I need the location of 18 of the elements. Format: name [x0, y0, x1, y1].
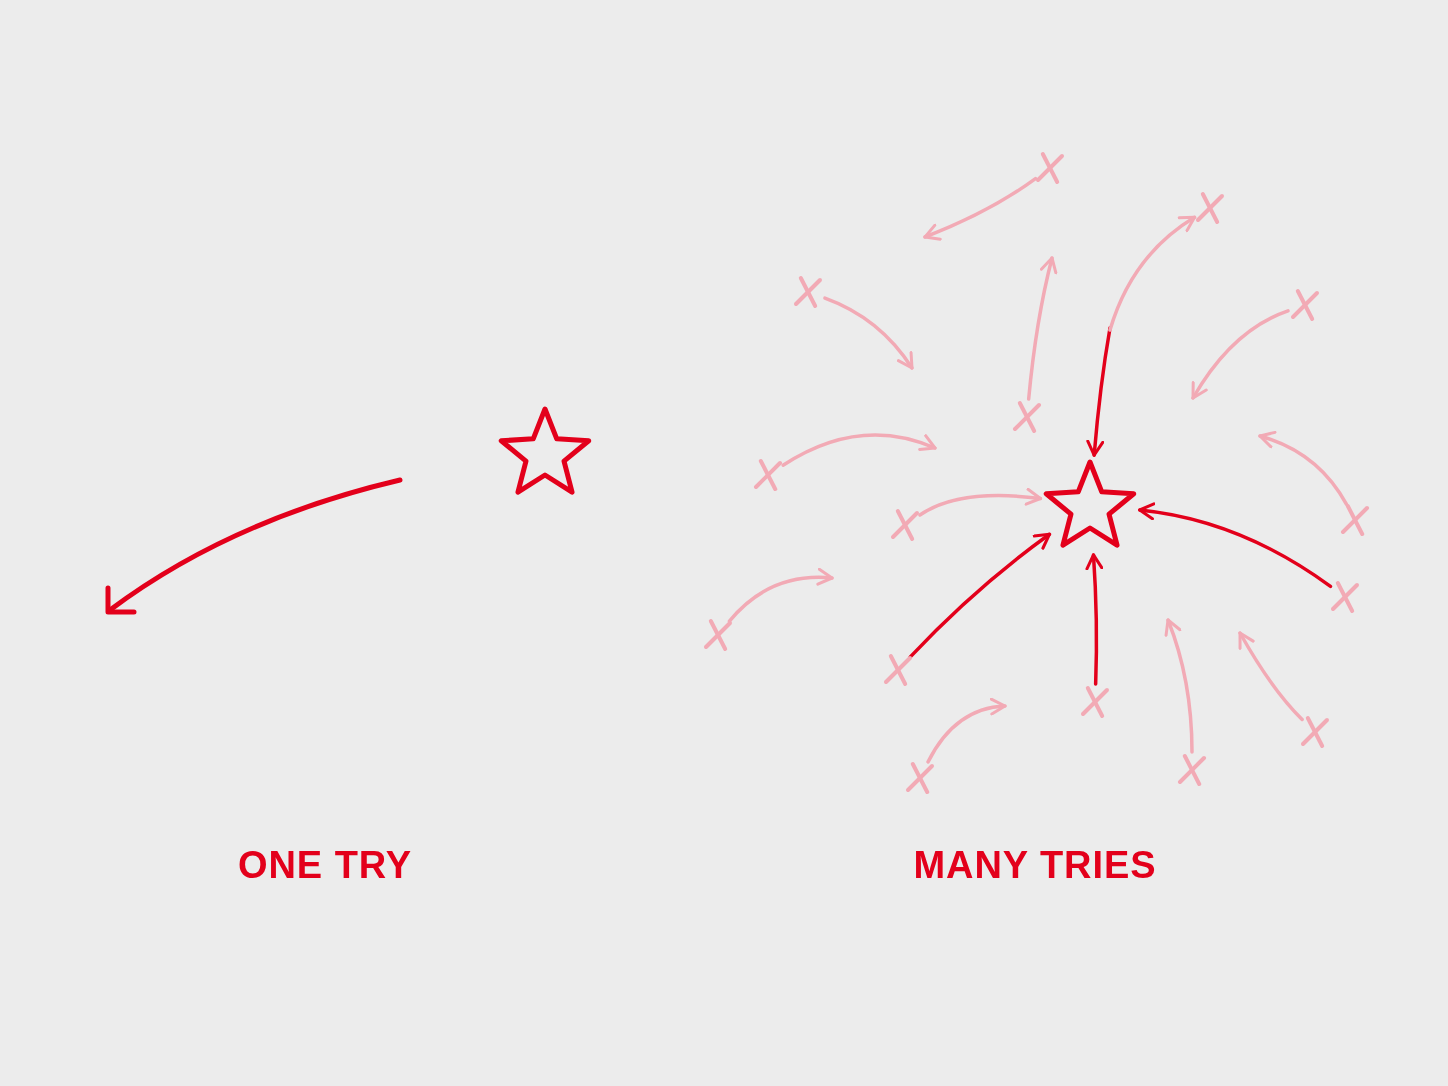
arrow [1026, 256, 1058, 401]
arrow [1258, 431, 1349, 506]
arrow [923, 176, 1038, 241]
caption-text: MANY TRIES [913, 842, 1157, 888]
arrow [908, 532, 1052, 659]
arrow [1138, 502, 1333, 589]
arrow [1086, 326, 1112, 457]
arrow [1164, 618, 1194, 754]
arrow [918, 488, 1043, 517]
arrow [727, 568, 834, 623]
arrow [1085, 553, 1104, 686]
arrow [1108, 215, 1197, 332]
arrow [781, 433, 937, 467]
arrow [1191, 309, 1290, 400]
arrow [823, 296, 914, 370]
caption-text: ONE TRY [237, 842, 413, 888]
arrow [926, 698, 1007, 764]
arrow [1238, 631, 1304, 722]
